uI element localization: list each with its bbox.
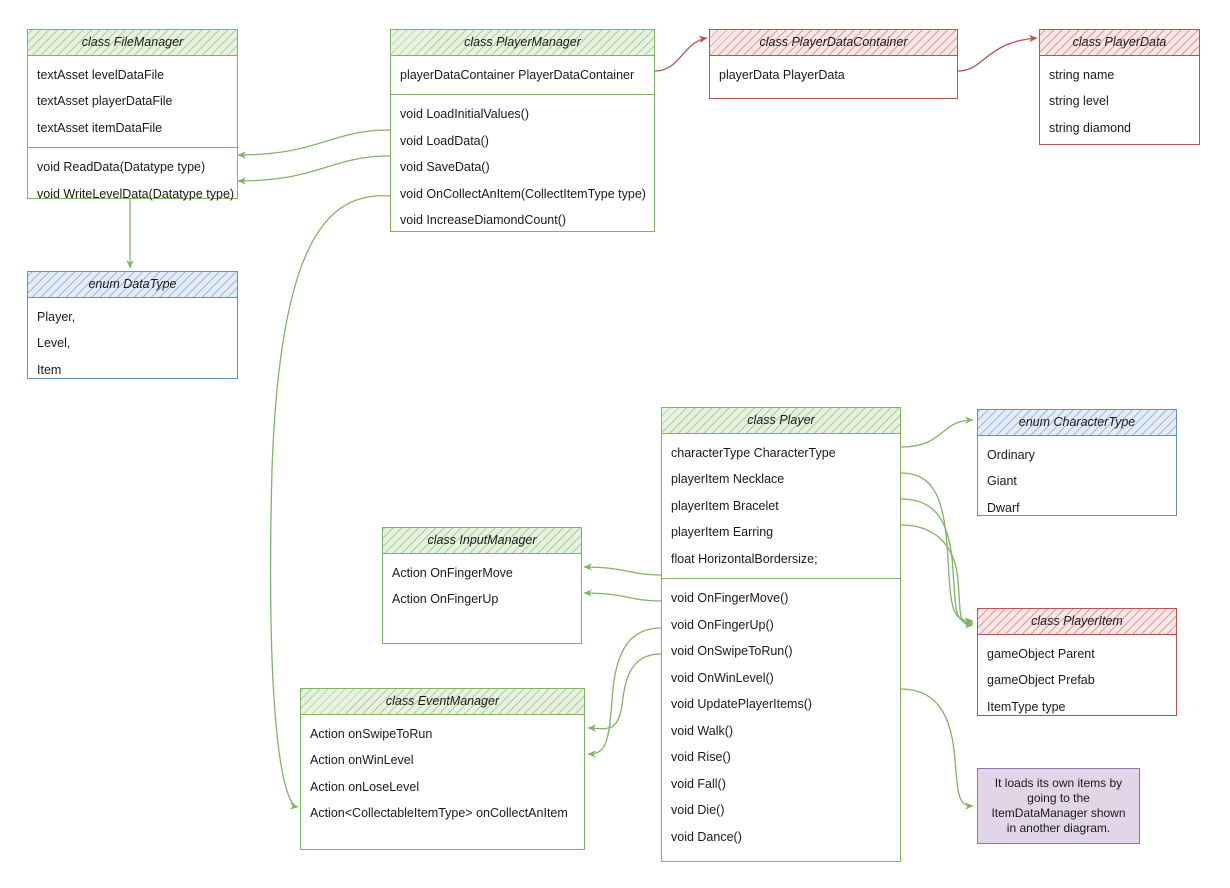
class-box-eventmanager[interactable]: class EventManager Action onSwipeToRun A… [300,688,585,850]
values-section-datatype: Player, Level, Item [28,298,237,390]
field-row: textAsset itemDataFile [37,120,163,135]
edge-player-onfingermove-to-inputmanager [583,563,662,576]
edge-player-onwinlevel-to-eventmanager [587,653,662,732]
note-text: It loads its own items by going to the I… [991,776,1126,835]
fields-section-playerdata: string name string level string diamond [1040,56,1199,148]
field-row: Action OnFingerUp [392,592,499,606]
class-box-filemanager[interactable]: class FileManager textAsset levelDataFil… [27,29,238,200]
edge-necklace-to-playeritem [900,472,974,625]
method-row: void WriteLevelData(Datatype type) [37,186,235,201]
enum-header-charactertype: enum CharacterType [978,410,1176,436]
field-row: textAsset playerDataFile [37,94,173,108]
method-row: void OnWinLevel() [671,670,774,685]
field-row: playerData PlayerData [719,67,845,82]
field-row: float HorizontalBordersize; [671,551,818,566]
field-row: Action onWinLevel [310,753,414,767]
fields-section-playeritem: gameObject Parent gameObject Prefab Item… [978,635,1176,727]
field-row: Action onSwipeToRun [310,726,433,741]
class-header-inputmanager: class InputManager [383,528,581,554]
fields-section-player: characterType CharacterType playerItem N… [662,434,900,579]
method-row: void ReadData(Datatype type) [37,160,206,174]
field-row: gameObject Parent [987,646,1095,661]
enum-value-row: Dwarf [987,500,1020,515]
class-box-playermanager[interactable]: class PlayerManager playerDataContainer … [390,29,655,232]
method-row: void OnCollectAnItem(CollectItemType typ… [400,186,646,201]
enum-value-row: Level, [37,336,71,350]
method-row: void SaveData() [400,160,490,174]
methods-section-playermanager: void LoadInitialValues() void LoadData()… [391,94,654,240]
class-box-player[interactable]: class Player characterType CharacterType… [661,407,901,862]
fields-section-inputmanager: Action OnFingerMove Action OnFingerUp [383,554,581,619]
enum-header-datatype: enum DataType [28,272,237,298]
field-row: ItemType type [987,699,1066,714]
class-header-playerdatacontainer: class PlayerDataContainer [710,30,957,56]
fields-section-playermanager: playerDataContainer PlayerDataContainer [391,56,654,95]
fields-section-playerdatacontainer: playerData PlayerData [710,56,957,95]
field-row: Action onLoseLevel [310,779,420,794]
class-box-inputmanager[interactable]: class InputManager Action OnFingerMove A… [382,527,582,644]
enum-box-datatype[interactable]: enum DataType Player, Level, Item [27,271,238,379]
method-row: void LoadData() [400,133,489,148]
edge-loaddata-to-readdata [237,129,391,159]
class-box-playerdata[interactable]: class PlayerData string name string leve… [1039,29,1200,145]
method-row: void LoadInitialValues() [400,107,530,121]
fields-section-eventmanager: Action onSwipeToRun Action onWinLevel Ac… [301,715,584,833]
field-row: string level [1049,94,1109,108]
field-row: playerItem Bracelet [671,498,779,513]
edge-player-onfingerup-to-inputmanager [583,589,662,602]
fields-section-filemanager: textAsset levelDataFile textAsset player… [28,56,237,148]
edge-savedata-to-writeleveldata [237,155,391,185]
field-row: gameObject Prefab [987,673,1095,687]
field-row: characterType CharacterType [671,445,836,460]
method-row: void Dance() [671,829,742,844]
field-row: playerItem Necklace [671,472,785,486]
method-row: void OnSwipeToRun() [671,644,793,658]
values-section-charactertype: Ordinary Giant Dwarf [978,436,1176,528]
class-header-player: class Player [662,408,900,434]
method-row: void OnFingerMove() [671,591,789,605]
method-row: void UpdatePlayerItems() [671,697,813,711]
enum-value-row: Player, [37,309,76,324]
edge-playerdatacontainer-to-playerdata [957,34,1038,72]
class-box-playerdatacontainer[interactable]: class PlayerDataContainer playerData Pla… [709,29,958,99]
method-row: void OnFingerUp() [671,617,774,632]
enum-value-row: Giant [987,474,1017,488]
edge-player-onswipetorun-to-eventmanager [587,627,662,758]
field-row: playerItem Earring [671,525,774,539]
edge-playermanager-to-playerdatacontainer [654,35,708,72]
methods-section-player: void OnFingerMove() void OnFingerUp() vo… [662,578,900,856]
class-header-playeritem: class PlayerItem [978,609,1176,635]
class-header-playerdata: class PlayerData [1040,30,1199,56]
methods-section-filemanager: void ReadData(Datatype type) void WriteL… [28,147,237,213]
class-header-playermanager: class PlayerManager [391,30,654,56]
enum-value-row: Ordinary [987,447,1035,462]
edge-updateplayeritems-to-note [900,688,974,810]
class-header-eventmanager: class EventManager [301,689,584,715]
method-row: void Walk() [671,723,734,738]
method-row: void Rise() [671,750,731,764]
field-row: playerDataContainer PlayerDataContainer [400,67,635,82]
field-row: textAsset levelDataFile [37,67,165,82]
field-row: Action<CollectableItemType> onCollectAnI… [310,806,568,820]
class-header-filemanager: class FileManager [28,30,237,56]
class-box-playeritem[interactable]: class PlayerItem gameObject Parent gameO… [977,608,1177,716]
field-row: Action OnFingerMove [392,565,513,580]
field-row: string diamond [1049,120,1131,135]
edge-earring-to-playeritem [900,524,974,629]
enum-box-charactertype[interactable]: enum CharacterType Ordinary Giant Dwarf [977,409,1177,516]
edge-charactertype-to-enum [900,416,974,448]
method-row: void Die() [671,803,725,817]
edge-bracelet-to-playeritem [900,498,974,627]
field-row: string name [1049,67,1115,82]
note-itemdatamanager: It loads its own items by going to the I… [977,768,1140,844]
method-row: void IncreaseDiamondCount() [400,213,567,227]
method-row: void Fall() [671,776,726,791]
enum-value-row: Item [37,362,62,377]
